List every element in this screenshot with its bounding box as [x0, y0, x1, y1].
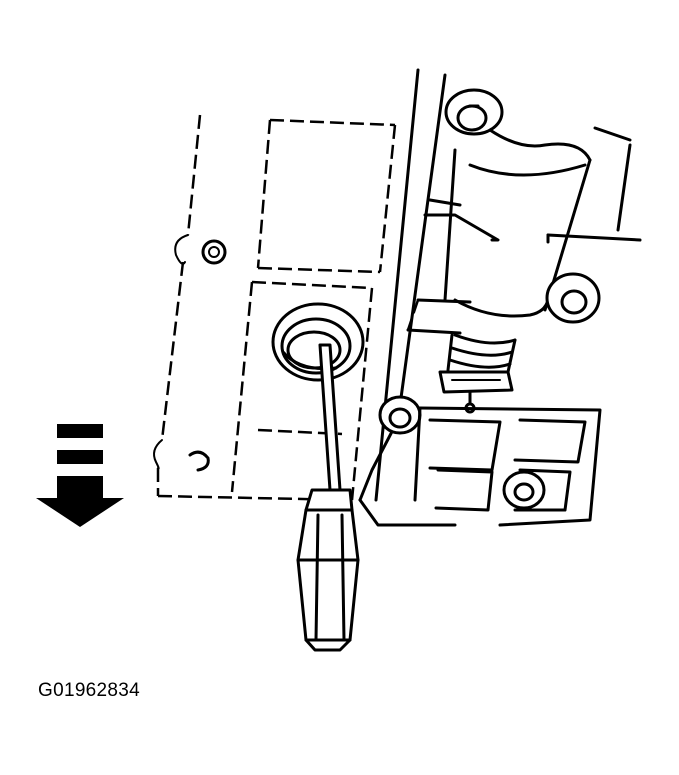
bottom-plate [413, 406, 602, 527]
body-edges [358, 68, 457, 527]
oil-seal [271, 302, 365, 382]
right-bolt [545, 272, 601, 324]
arrow-down-icon [36, 424, 124, 527]
screwdriver-icon [296, 343, 360, 652]
center-bolt [378, 395, 422, 435]
left-stud-lower [188, 450, 210, 472]
figure-code: G01962834 [38, 680, 141, 701]
upper-recess [256, 118, 397, 274]
left-stud-upper [201, 239, 227, 265]
retaining-clip [438, 370, 514, 414]
plate-bolt [502, 470, 546, 510]
spring [446, 333, 517, 374]
shaft-assembly [443, 126, 642, 318]
top-bolt [444, 88, 504, 136]
